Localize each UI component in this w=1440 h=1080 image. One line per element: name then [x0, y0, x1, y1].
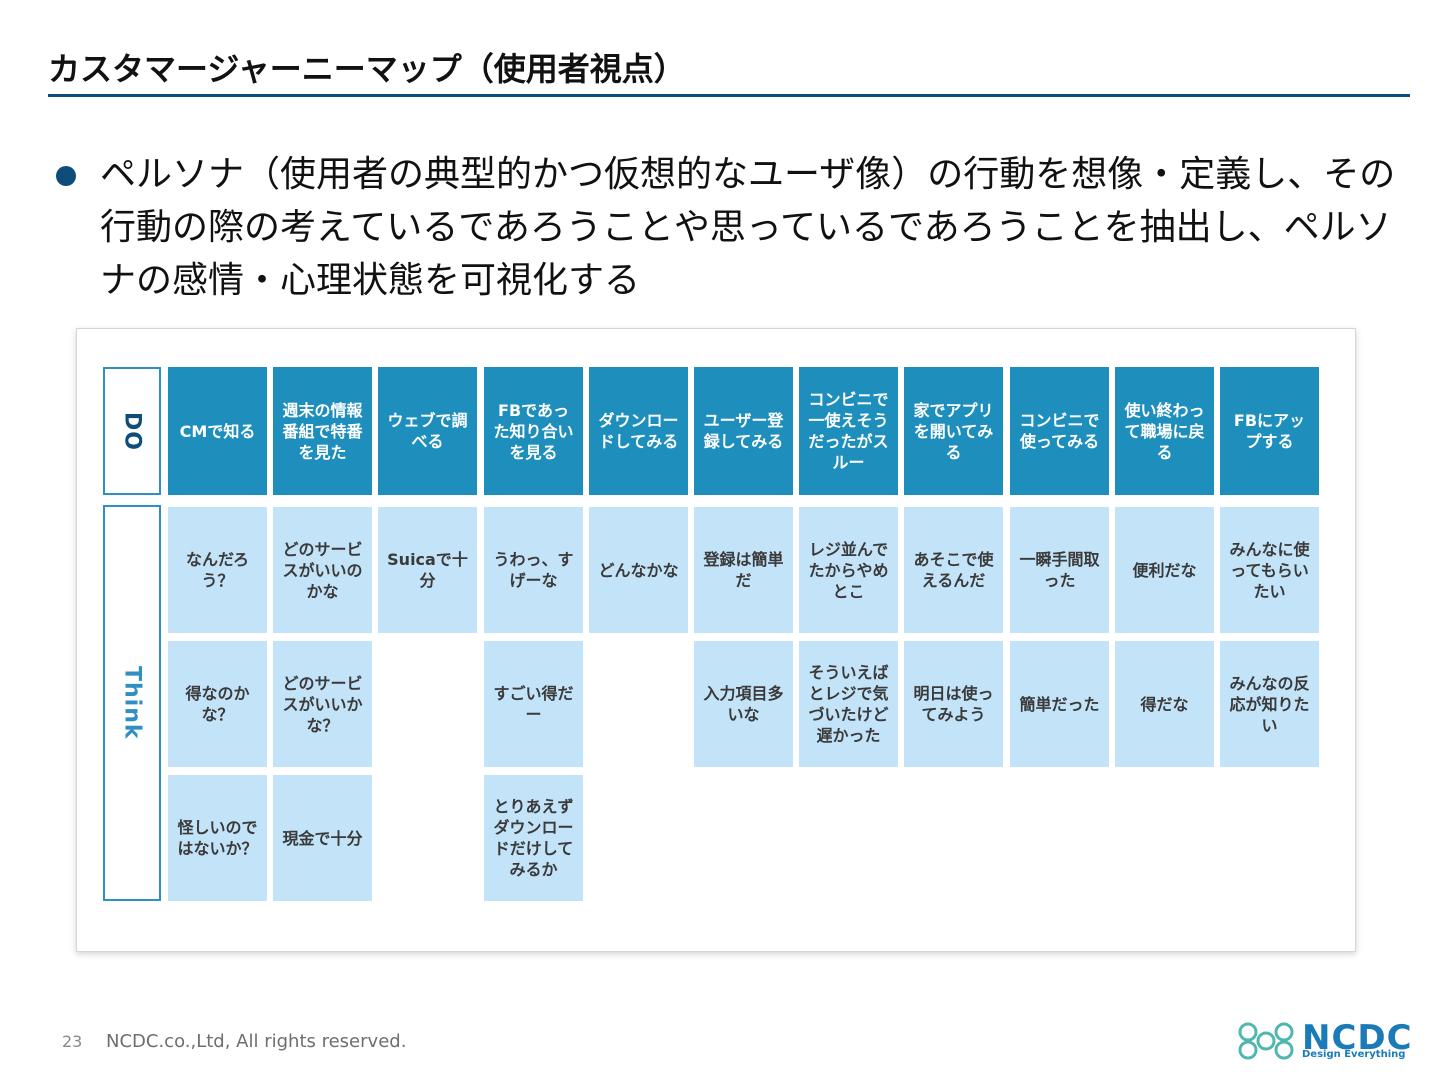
- think-cell: うわっ、すげーな: [484, 507, 583, 633]
- think-cell: レジ並んでたからやめとこ: [799, 507, 898, 633]
- do-label-text: DO: [119, 411, 145, 451]
- copyright: NCDC.co.,Ltd, All rights reserved.: [106, 1031, 407, 1052]
- think-cell: 一瞬手間取った: [1010, 507, 1109, 633]
- logo-name: NCDC: [1302, 1018, 1413, 1058]
- think-cell: 簡単だった: [1010, 641, 1109, 767]
- do-cell: FBにアップする: [1220, 367, 1319, 495]
- think-cell: 入力項目多いな: [694, 641, 793, 767]
- do-cell: 週末の情報番組で特番を見た: [273, 367, 372, 495]
- think-cell: 怪しいのではないか？: [168, 775, 267, 901]
- think-label-text: Think: [119, 666, 145, 740]
- think-cell: そういえばとレジで気づいたけど遅かった: [799, 641, 898, 767]
- do-cell: 家でアプリを開いてみる: [904, 367, 1003, 495]
- think-cell: 得だな: [1115, 641, 1214, 767]
- page-title: カスタマージャーニーマップ（使用者視点）: [48, 50, 686, 88]
- do-cell: ユーザー登録してみる: [694, 367, 793, 495]
- do-cell: FBであった知り合いを見る: [484, 367, 583, 495]
- do-cell: CMで知る: [168, 367, 267, 495]
- think-cell: 明日は使ってみよう: [904, 641, 1003, 767]
- think-cell: とりあえずダウンロードだけしてみるか: [484, 775, 583, 901]
- think-cell: 登録は簡単だ: [694, 507, 793, 633]
- bullet-text: ペルソナ（使用者の典型的かつ仮想的なユーザ像）の行動を想像・定義し、その行動の際…: [100, 154, 1396, 301]
- title-divider: [48, 94, 1410, 97]
- page-number: 23: [62, 1032, 83, 1051]
- think-cell: 得なのかな？: [168, 641, 267, 767]
- bullet-dot-icon: [56, 166, 76, 186]
- think-cell: どんなかな: [589, 507, 688, 633]
- think-cell: すごい得だー: [484, 641, 583, 767]
- molecule-logo-icon: [1238, 1022, 1294, 1060]
- think-row-label: Think: [103, 505, 161, 901]
- think-cell: どのサービスがいいのかな: [273, 507, 372, 633]
- think-cell: みんなに使ってもらいたい: [1220, 507, 1319, 633]
- journey-map: DO Think CMで知るなんだろう？得なのかな？怪しいのではないか？ 週末の情…: [76, 328, 1356, 952]
- logo-tagline: Design Everything: [1302, 1049, 1406, 1060]
- think-cell: あそこで使えるんだ: [904, 507, 1003, 633]
- do-cell: 使い終わって職場に戻る: [1115, 367, 1214, 495]
- do-cell: ダウンロードしてみる: [589, 367, 688, 495]
- do-cell: ウェブで調べる: [378, 367, 477, 495]
- do-cell: コンビニで使ってみる: [1010, 367, 1109, 495]
- think-cell: 便利だな: [1115, 507, 1214, 633]
- think-cell: なんだろう？: [168, 507, 267, 633]
- think-cell: みんなの反応が知りたい: [1220, 641, 1319, 767]
- do-cell: コンビニで一使えそうだったがスルー: [799, 367, 898, 495]
- think-cell: どのサービスがいいかな？: [273, 641, 372, 767]
- think-cell: Suicaで十分: [378, 507, 477, 633]
- ncdc-logo: NCDC Design Everything: [1236, 1018, 1414, 1064]
- do-row-label: DO: [103, 367, 161, 495]
- think-cell: 現金で十分: [273, 775, 372, 901]
